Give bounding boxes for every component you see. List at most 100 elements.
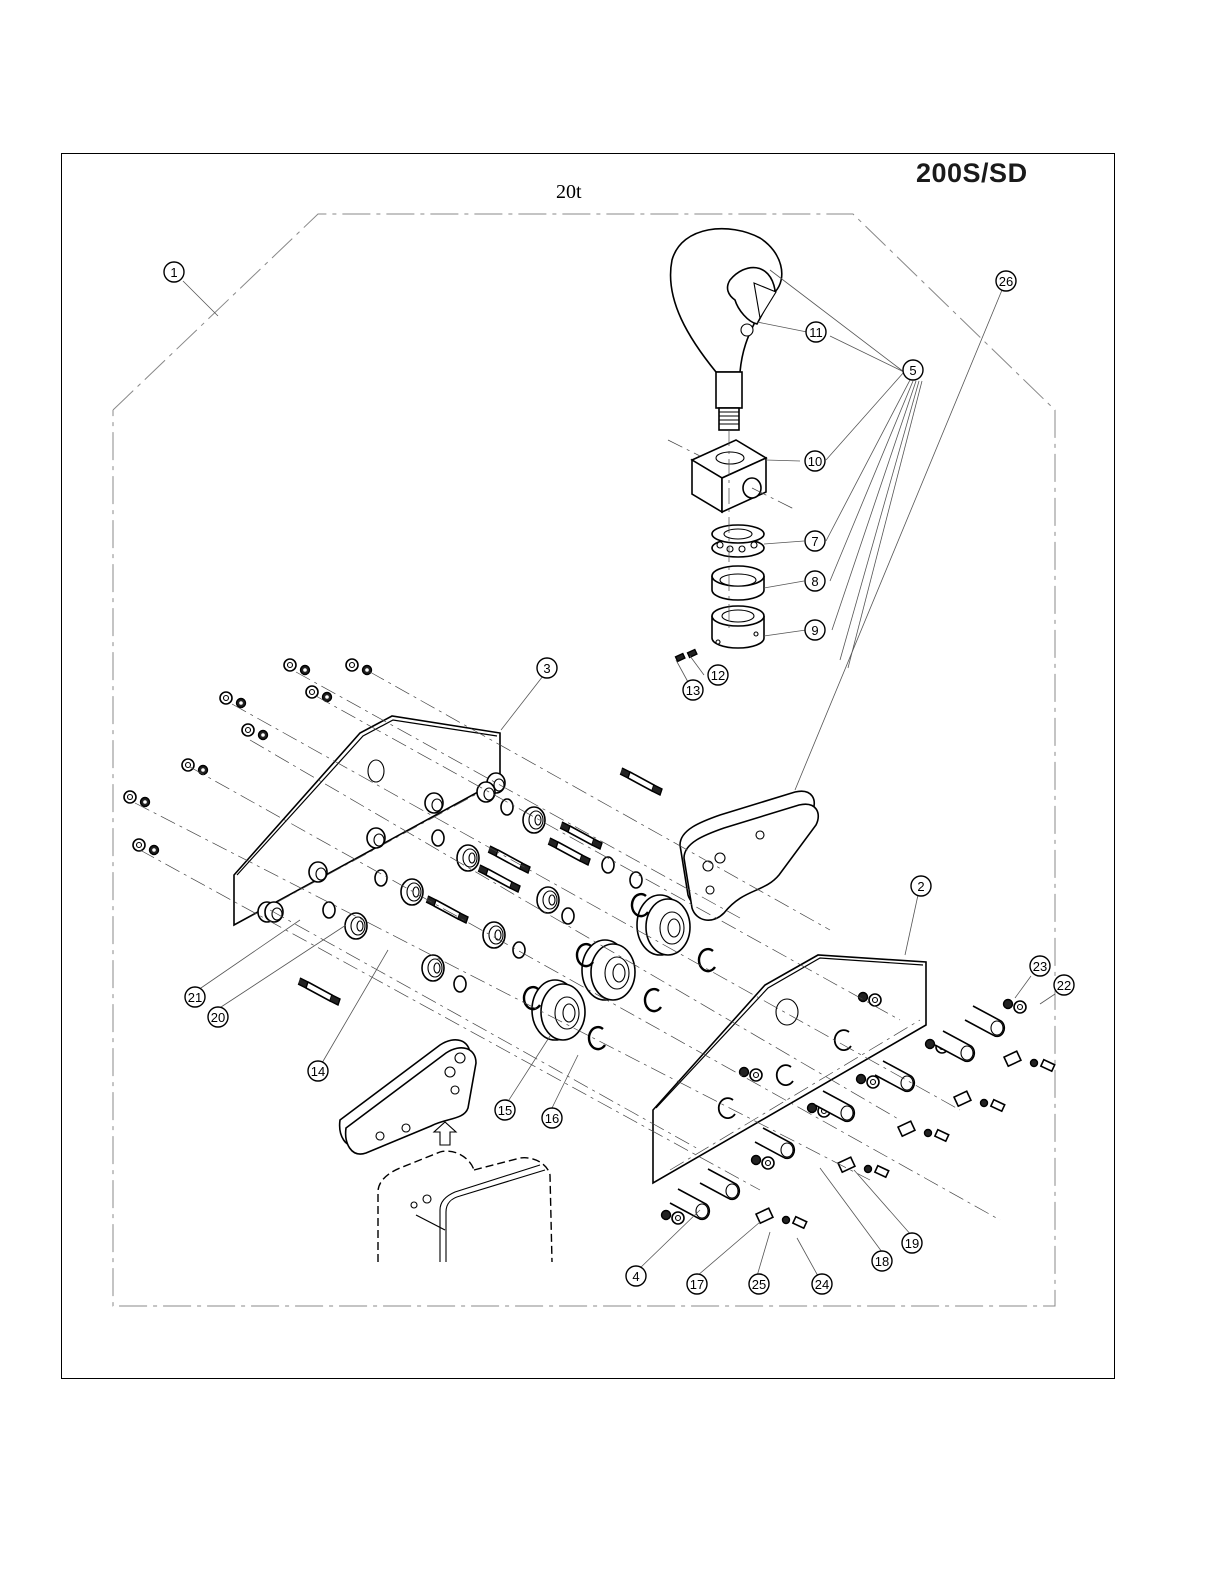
callout-label: 19 (905, 1236, 919, 1251)
callout-24: 24 (812, 1274, 832, 1294)
lock-plate (898, 1121, 915, 1136)
shaft-pin (548, 838, 590, 865)
nut-washer (306, 686, 332, 702)
callout-23: 23 (1030, 956, 1050, 976)
callout-label: 2 (917, 879, 924, 894)
sheave (457, 845, 479, 871)
shaft-pin (620, 768, 662, 795)
rope-sheave-bearing (532, 980, 585, 1040)
callout-12: 12 (708, 665, 728, 685)
spacer-sleeve (513, 942, 525, 958)
nut-washer (182, 759, 208, 775)
spacer-plate-lower (340, 1040, 476, 1154)
set-screws (676, 649, 697, 661)
washer (859, 993, 868, 1002)
callout-3: 3 (537, 658, 557, 678)
retaining-ring (645, 989, 661, 1011)
spacer-sleeve (323, 902, 335, 918)
callout-21: 21 (185, 987, 205, 1007)
crosshead-block (668, 440, 796, 512)
spring-washer (925, 1130, 932, 1137)
callout-label: 7 (811, 534, 818, 549)
bushing (425, 793, 443, 813)
callout-10: 10 (805, 451, 825, 471)
callout-label: 15 (498, 1103, 512, 1118)
callout-2: 2 (911, 876, 931, 896)
callout-label: 20 (211, 1010, 225, 1025)
callout-20: 20 (208, 1007, 228, 1027)
thrust-bearing (712, 525, 764, 557)
pin (965, 1006, 1004, 1036)
callout-label: 12 (711, 668, 725, 683)
spacer-sleeve (602, 857, 614, 873)
spacer-sleeve (454, 976, 466, 992)
hook-part (671, 229, 782, 430)
nut-washer (346, 659, 372, 675)
bolt (793, 1217, 807, 1228)
spacer-plate-upper (680, 791, 818, 920)
sheave (537, 887, 559, 913)
callout-group: 1234578910111213141516171819202122232425… (164, 262, 1074, 1294)
washer-nut (752, 1156, 775, 1170)
callout-label: 3 (543, 661, 550, 676)
callout-label: 14 (311, 1064, 325, 1079)
callout-label: 8 (811, 574, 818, 589)
hook-thread (719, 408, 739, 430)
spacer-sleeve (432, 830, 444, 846)
lock-plate-bolt (1004, 1051, 1055, 1071)
callout-label: 1 (170, 265, 177, 280)
bushing (477, 782, 495, 802)
lock-plate-bolt (954, 1091, 1005, 1111)
washer (1004, 1000, 1013, 1009)
callout-label: 18 (875, 1254, 889, 1269)
lock-plate (756, 1208, 773, 1223)
pin (700, 1169, 739, 1199)
spring-washer (783, 1217, 790, 1224)
lock-plate (954, 1091, 971, 1106)
bolt (875, 1166, 889, 1177)
pin (875, 1061, 914, 1091)
callout-label: 24 (815, 1277, 829, 1292)
callout-14: 14 (308, 1061, 328, 1081)
callout-16: 16 (542, 1108, 562, 1128)
callout-1: 1 (164, 262, 184, 282)
lock-plate (1004, 1051, 1021, 1066)
callout-26: 26 (996, 271, 1016, 291)
sheave (523, 807, 545, 833)
callout-label: 23 (1033, 959, 1047, 974)
callout-label: 17 (690, 1277, 704, 1292)
bottom-block-frame (378, 1151, 552, 1262)
callout-label: 26 (999, 274, 1013, 289)
lock-plate-bolt (756, 1208, 807, 1228)
rope-sheave-bearing (637, 895, 690, 955)
shaft-pin (298, 978, 340, 1005)
bolt (935, 1130, 949, 1141)
washer (926, 1040, 935, 1049)
hook-nut-collar (712, 606, 764, 648)
callout-label: 22 (1057, 978, 1071, 993)
nut-washer (133, 839, 159, 855)
callout-9: 9 (805, 620, 825, 640)
callout-7: 7 (805, 531, 825, 551)
callout-label: 16 (545, 1111, 559, 1126)
callout-label: 25 (752, 1277, 766, 1292)
callout-8: 8 (805, 571, 825, 591)
sheave (483, 922, 505, 948)
callout-13: 13 (683, 680, 703, 700)
callout-label: 11 (809, 325, 823, 340)
callout-label: 9 (811, 623, 818, 638)
callout-label: 13 (686, 683, 700, 698)
callout-22: 22 (1054, 975, 1074, 995)
retaining-ring (589, 1027, 605, 1049)
callout-15: 15 (495, 1100, 515, 1120)
callout-5: 5 (903, 360, 923, 380)
retaining-ring (699, 949, 715, 971)
lock-plate-bolt (898, 1121, 949, 1141)
sheave (345, 913, 367, 939)
callout-4: 4 (626, 1266, 646, 1286)
spring-washer (1031, 1060, 1038, 1067)
washer (752, 1156, 761, 1165)
callout-11: 11 (806, 322, 826, 342)
callout-label: 10 (808, 454, 822, 469)
nut-washer (242, 724, 268, 740)
